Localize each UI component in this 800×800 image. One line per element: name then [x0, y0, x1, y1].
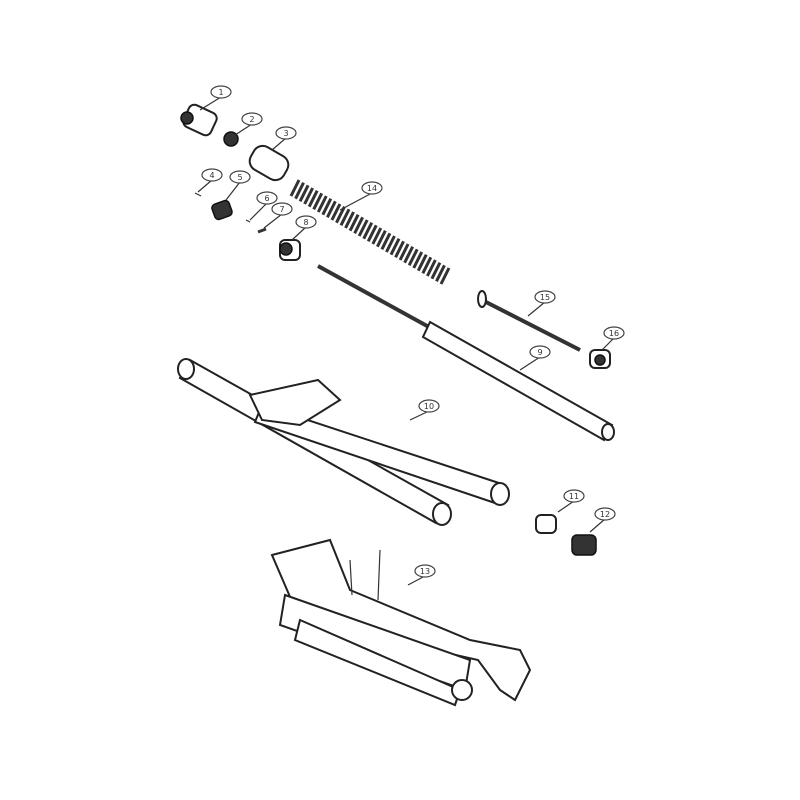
callout-10: 10: [409, 399, 440, 421]
part-top-cap: [180, 103, 218, 137]
callout-number: 3: [283, 129, 288, 138]
part-bushing-11: [535, 514, 557, 534]
callout-number: 14: [367, 184, 377, 193]
callout-11: 11: [557, 489, 585, 513]
leader-line: [409, 410, 430, 421]
callout-number: 16: [609, 329, 619, 338]
part-small-pin: [245, 219, 267, 234]
leader-line: [197, 179, 213, 193]
callout-bubble: [241, 112, 263, 126]
part-damper-rod: [317, 264, 615, 442]
leader-line: [339, 192, 373, 211]
part-bushing-right: [589, 349, 611, 369]
callout-bubble: [256, 191, 278, 205]
part-nut: [211, 199, 233, 221]
callout-number: 12: [600, 510, 610, 519]
callout-bubble: [271, 202, 293, 216]
part-pin: [194, 192, 202, 197]
leader-line: [291, 226, 307, 241]
callout-bubble: [414, 564, 436, 578]
callout-bubble: [295, 215, 317, 229]
callout-bubble: [201, 168, 223, 182]
leader-line: [263, 213, 283, 229]
leader-line: [225, 181, 241, 201]
leader-line: [589, 518, 606, 533]
callout-bubble: [361, 181, 383, 195]
callout-number: 6: [264, 194, 269, 203]
callout-number: 1: [218, 88, 223, 97]
callout-number: 7: [279, 205, 284, 214]
callout-number: 4: [209, 171, 214, 180]
callout-16: 16: [601, 326, 625, 351]
callout-number: 11: [569, 492, 579, 501]
callout-number: 13: [420, 567, 430, 576]
callout-bubble: [275, 126, 297, 140]
callout-9: 9: [519, 345, 551, 371]
callout-6: 6: [249, 191, 278, 221]
leader-line: [199, 96, 222, 111]
callout-number: 15: [540, 293, 550, 302]
callout-bubble: [594, 507, 616, 521]
callout-bubble: [229, 170, 251, 184]
callout-14: 14: [339, 181, 383, 211]
callout-bubble: [529, 345, 551, 359]
callout-4: 4: [197, 168, 223, 193]
callout-number: 5: [237, 173, 242, 182]
leader-line: [249, 202, 268, 221]
leader-line: [407, 575, 426, 586]
part-bushing-top: [279, 239, 301, 261]
callout-number: 2: [249, 115, 254, 124]
leader-line: [527, 301, 546, 317]
part-axle-bolt: [477, 290, 581, 352]
callout-15: 15: [527, 290, 556, 317]
part-lower-legs: [270, 538, 532, 707]
part-coil-spring: [289, 179, 451, 285]
leader-line: [271, 137, 287, 151]
callout-bubble: [534, 290, 556, 304]
callout-7: 7: [263, 202, 293, 229]
callout-bubble: [418, 399, 440, 413]
callout-5: 5: [225, 170, 251, 201]
leader-line: [519, 356, 541, 371]
callout-number: 9: [537, 348, 542, 357]
leader-line: [601, 337, 615, 351]
callout-number: 8: [303, 218, 308, 227]
callout-8: 8: [291, 215, 317, 241]
callout-bubble: [603, 326, 625, 340]
leader-line: [231, 123, 253, 138]
callout-12: 12: [589, 507, 616, 533]
callout-bubble: [563, 489, 585, 503]
part-crown-stanchions: [177, 358, 510, 526]
callout-13: 13: [407, 564, 436, 586]
callout-2: 2: [231, 112, 263, 138]
part-bushing-12: [571, 534, 597, 556]
callout-3: 3: [271, 126, 297, 151]
leader-line: [557, 500, 575, 513]
callout-1: 1: [199, 85, 232, 111]
callout-bubble: [210, 85, 232, 99]
part-sleeve: [248, 144, 290, 182]
callout-number: 10: [424, 402, 434, 411]
